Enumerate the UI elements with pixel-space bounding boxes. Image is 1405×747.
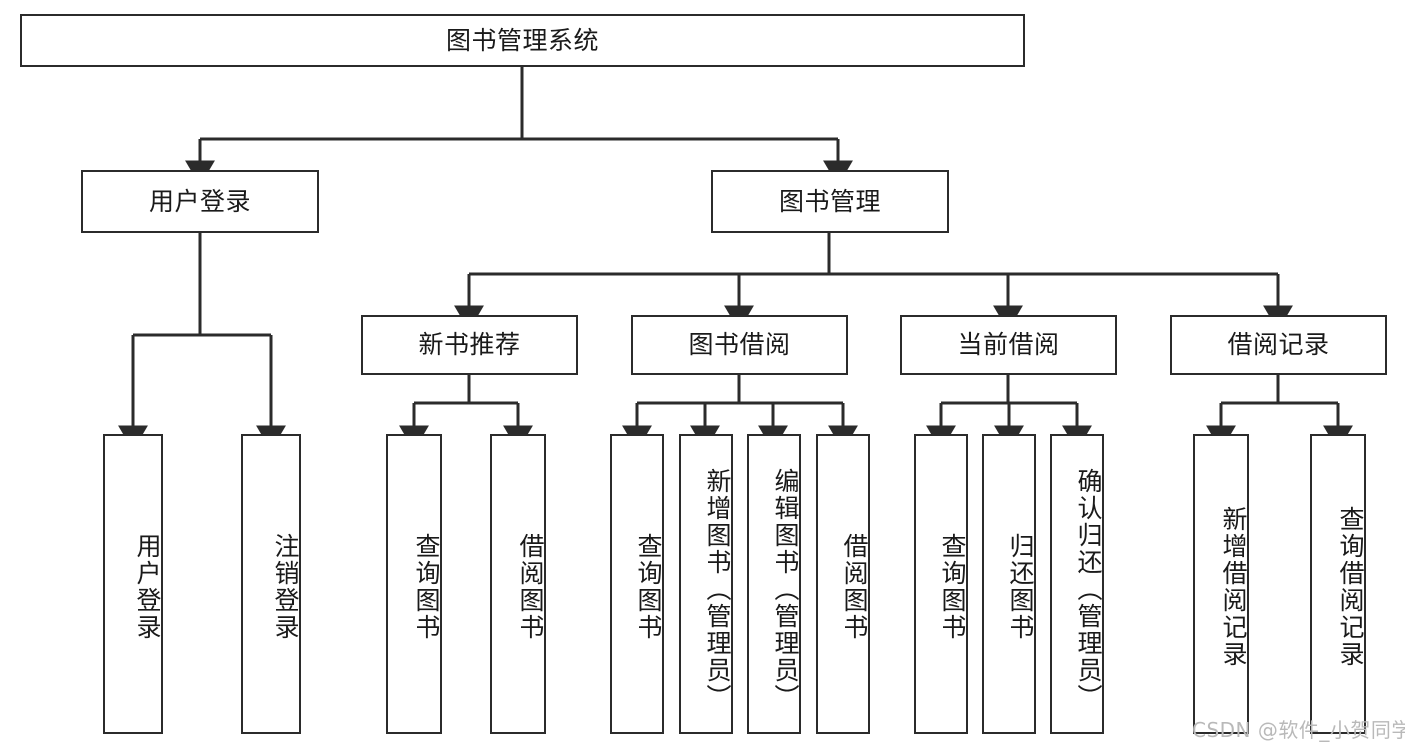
node-new-book-recommend[interactable]: 新书推荐 xyxy=(361,315,578,375)
node-leaf-new-book-query[interactable]: 查询图书 xyxy=(386,434,442,734)
node-leaf-new-book-borrow[interactable]: 借阅图书 xyxy=(490,434,546,734)
node-leaf-book-borrow-edit[interactable]: 编辑图书（管理员） xyxy=(747,434,801,734)
node-leaf-current-borrow-confirm[interactable]: 确认归还（管理员） xyxy=(1050,434,1104,734)
csdn-watermark: CSDN @软件_小贺同学 xyxy=(1192,718,1405,742)
node-leaf-borrow-record-add[interactable]: 新增借阅记录 xyxy=(1193,434,1249,734)
node-current-borrow[interactable]: 当前借阅 xyxy=(900,315,1117,375)
node-leaf-book-borrow-lend[interactable]: 借阅图书 xyxy=(816,434,870,734)
node-leaf-current-borrow-return[interactable]: 归还图书 xyxy=(982,434,1036,734)
node-user-login[interactable]: 用户登录 xyxy=(81,170,319,233)
node-leaf-book-borrow-query[interactable]: 查询图书 xyxy=(610,434,664,734)
node-leaf-current-borrow-query[interactable]: 查询图书 xyxy=(914,434,968,734)
node-leaf-book-borrow-add[interactable]: 新增图书（管理员） xyxy=(679,434,733,734)
node-book-borrow[interactable]: 图书借阅 xyxy=(631,315,848,375)
node-leaf-user-login-signout[interactable]: 注销登录 xyxy=(241,434,301,734)
node-book-management[interactable]: 图书管理 xyxy=(711,170,949,233)
node-leaf-borrow-record-query[interactable]: 查询借阅记录 xyxy=(1310,434,1366,734)
node-leaf-user-login-signin[interactable]: 用户登录 xyxy=(103,434,163,734)
node-root-system[interactable]: 图书管理系统 xyxy=(20,14,1025,67)
node-borrow-record[interactable]: 借阅记录 xyxy=(1170,315,1387,375)
